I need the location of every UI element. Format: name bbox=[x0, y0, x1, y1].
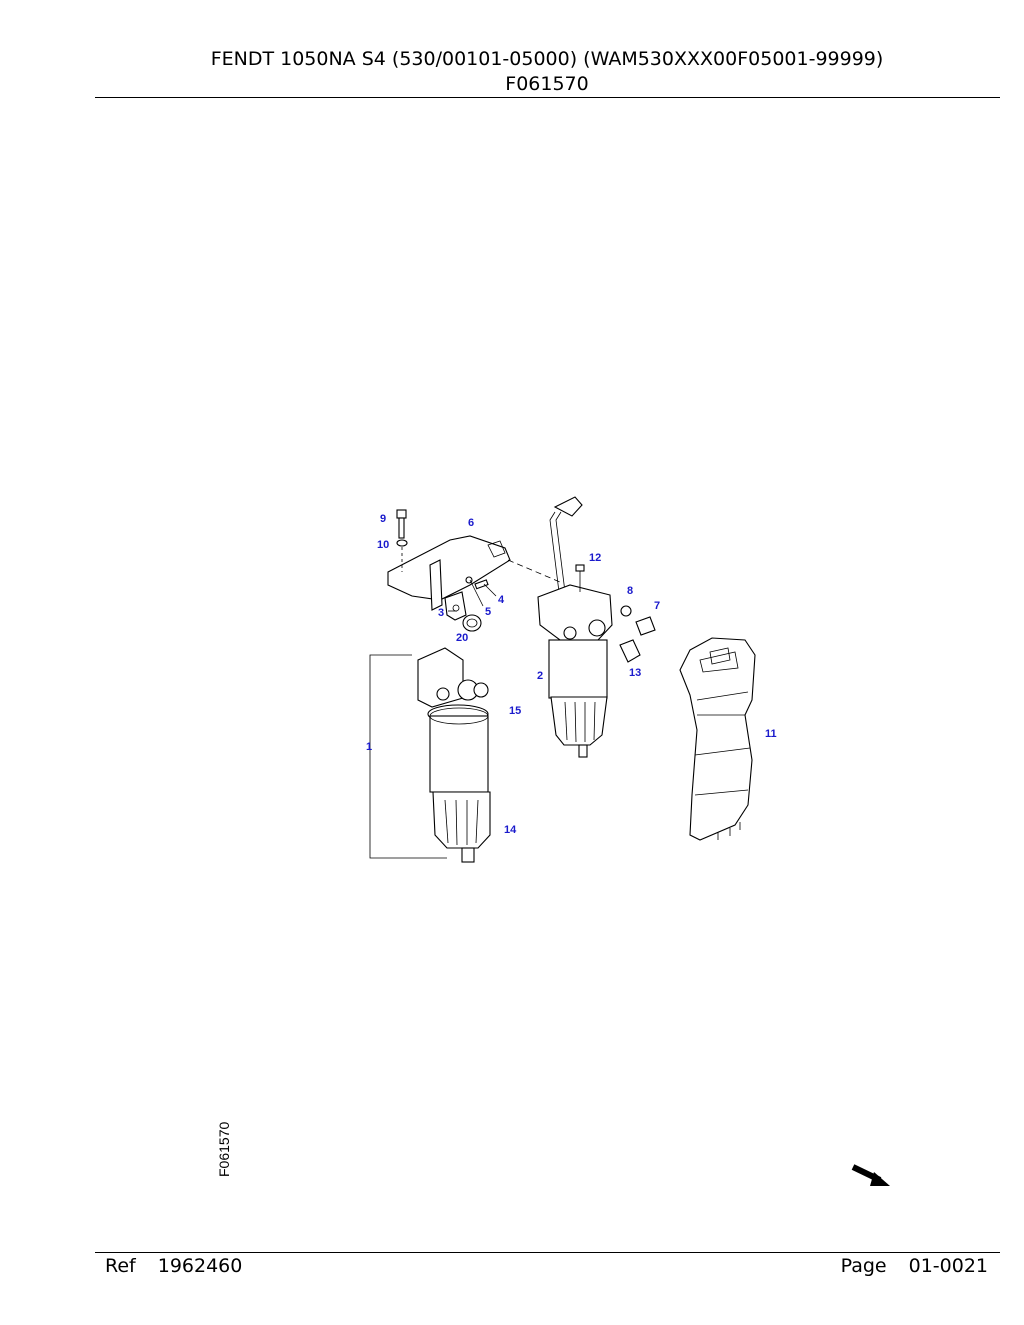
bolt-shank bbox=[398, 517, 405, 539]
orientation-arrow-icon bbox=[851, 1164, 890, 1186]
page-number: 01-0021 bbox=[908, 1255, 988, 1277]
callout-1: 1 bbox=[366, 741, 372, 753]
page-label: Page bbox=[840, 1255, 887, 1277]
filter-body-2 bbox=[548, 639, 608, 699]
figure-code-vertical: F061570 bbox=[216, 1121, 232, 1177]
ref-label: Ref bbox=[105, 1255, 136, 1277]
hose-fitting bbox=[553, 496, 583, 517]
callout-4: 4 bbox=[498, 594, 505, 606]
drain-plug-2 bbox=[578, 744, 588, 758]
assembly-bracket bbox=[369, 654, 447, 859]
drain-plug-1 bbox=[461, 847, 475, 863]
callout-13: 13 bbox=[629, 667, 641, 679]
filter-cover-11 bbox=[679, 637, 756, 841]
footer-ref: Ref 1962460 bbox=[105, 1254, 242, 1278]
callout-12: 12 bbox=[589, 552, 601, 564]
callout-2: 2 bbox=[537, 670, 543, 682]
callout-10: 10 bbox=[377, 539, 389, 551]
filter-cartridge-1 bbox=[429, 715, 489, 793]
footer-page: Page 01-0021 bbox=[841, 1254, 988, 1278]
ref-value: 1962460 bbox=[157, 1255, 243, 1277]
callout-5: 5 bbox=[485, 606, 491, 618]
figure-code-heading: F061570 bbox=[505, 73, 589, 95]
washer-8 bbox=[620, 605, 632, 617]
washer bbox=[396, 539, 408, 547]
page-title: FENDT 1050NA S4 (530/00101-05000) (WAM53… bbox=[210, 48, 884, 70]
bolt-head bbox=[396, 509, 407, 519]
callout-3: 3 bbox=[438, 607, 444, 619]
callout-15: 15 bbox=[509, 705, 521, 717]
sensor-13 bbox=[619, 639, 641, 663]
callout-7: 7 bbox=[654, 600, 660, 612]
header-divider bbox=[95, 97, 1000, 98]
footer-divider bbox=[95, 1252, 1000, 1253]
callout-14: 14 bbox=[504, 824, 517, 836]
callout-9: 9 bbox=[380, 513, 386, 525]
mounting-bracket bbox=[387, 535, 511, 601]
bolt-7 bbox=[635, 616, 656, 636]
callout-20: 20 bbox=[456, 632, 468, 644]
callout-8: 8 bbox=[627, 585, 633, 597]
seal-ring bbox=[462, 614, 482, 632]
filter-bowl-14 bbox=[432, 791, 491, 849]
filter-bowl-2 bbox=[550, 696, 608, 746]
callout-11: 11 bbox=[765, 728, 777, 740]
bracket-tab bbox=[444, 591, 467, 621]
callout-6: 6 bbox=[468, 517, 474, 529]
bolt-4 bbox=[474, 579, 489, 590]
